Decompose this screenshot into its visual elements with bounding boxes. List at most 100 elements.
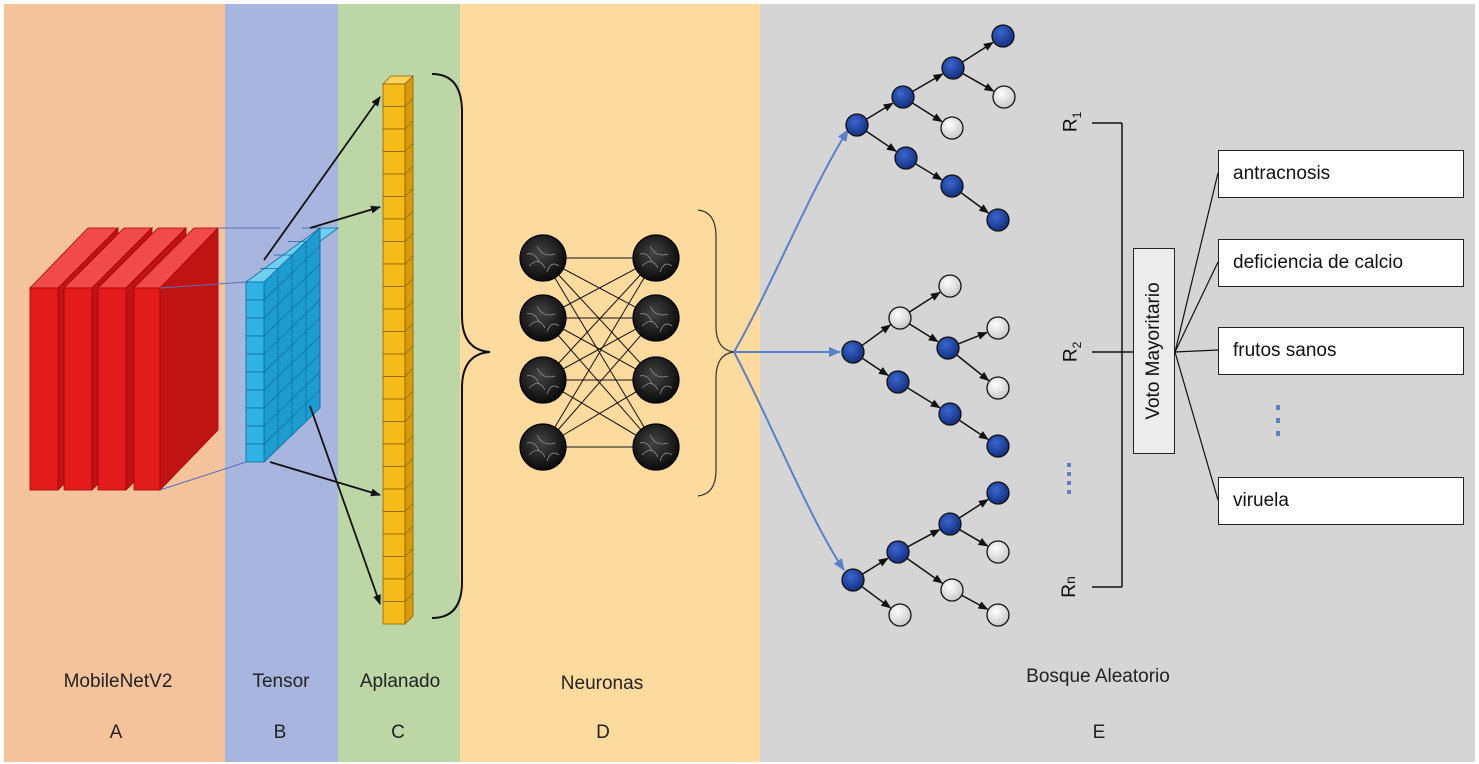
flatten-cell xyxy=(382,398,406,422)
tree-edge xyxy=(865,130,897,152)
tensor-cell xyxy=(245,425,265,445)
cnn-block xyxy=(133,227,219,491)
flatten-vector xyxy=(382,75,414,625)
neuron-connection xyxy=(542,257,657,448)
majority-vote-label: Voto Mayoritario xyxy=(1143,282,1164,420)
tree-node-inactive xyxy=(938,274,962,298)
tree-edge xyxy=(957,331,988,345)
panel-e-label: Bosque Aleatorio xyxy=(1026,666,1170,687)
tree-edge xyxy=(866,102,894,120)
tree-edge xyxy=(959,528,989,547)
tensor-cell xyxy=(245,281,265,301)
panel-c-label: Aplanado xyxy=(359,671,441,692)
panel-d-letter: D xyxy=(596,722,610,743)
tree-edge xyxy=(961,594,989,610)
neurons-to-trees-arrows xyxy=(733,129,849,571)
vertical-dots-icon xyxy=(1067,463,1071,494)
tree-label-r1: R1 xyxy=(1060,111,1085,133)
class-box-frutos-sanos: frutos sanos xyxy=(1218,327,1464,375)
tree-edge xyxy=(956,354,990,382)
tensor-cell xyxy=(245,443,265,463)
tree-node-inactive xyxy=(986,376,1010,400)
neuron-layer xyxy=(519,234,680,471)
tree-edge xyxy=(907,529,941,548)
flatten-cell xyxy=(382,286,406,310)
neuron-connection xyxy=(542,257,657,381)
tensor-to-flatten-arrows xyxy=(263,96,381,605)
flatten-cell xyxy=(382,218,406,242)
flatten-cell xyxy=(382,488,406,512)
tree-edge xyxy=(861,557,889,575)
tree-node-active xyxy=(938,402,962,426)
tree-node-inactive xyxy=(888,603,912,627)
neuron-icon xyxy=(519,234,567,282)
panel-d-background xyxy=(460,4,760,762)
neuron-icon xyxy=(519,423,567,471)
tree-edge xyxy=(912,73,944,93)
tree-node-active xyxy=(941,56,965,80)
tree-edges xyxy=(861,41,995,610)
flatten-cell xyxy=(382,83,406,107)
tree-node-active xyxy=(986,481,1010,505)
flatten-cell xyxy=(382,533,406,557)
tree-edge xyxy=(958,419,989,440)
vote-to-class-lines xyxy=(1174,172,1219,501)
tree-edge xyxy=(960,191,990,214)
flatten-cell xyxy=(382,421,406,445)
class-box-antracnosis: antracnosis xyxy=(1218,150,1464,198)
tensor-cell xyxy=(245,335,265,355)
tree-edge xyxy=(861,357,889,376)
neuron-icon xyxy=(632,356,680,404)
tensor-cube xyxy=(244,227,340,463)
tree-edge xyxy=(962,72,995,92)
tree-nodes xyxy=(841,24,1016,627)
tree-label-r2: R2 xyxy=(1060,341,1085,363)
neuron-icon xyxy=(632,234,680,282)
tree-node-active xyxy=(986,434,1010,458)
flatten-cell xyxy=(382,173,406,197)
panel-c-letter: C xyxy=(391,722,405,743)
tree-node-active xyxy=(841,568,865,592)
flatten-cell xyxy=(382,511,406,535)
flatten-cell xyxy=(382,128,406,152)
flatten-cell xyxy=(382,331,406,355)
neurons-brace xyxy=(697,209,735,497)
tree-node-inactive xyxy=(888,306,912,330)
class-label: antracnosis xyxy=(1233,163,1331,184)
tree-edge xyxy=(908,323,939,343)
tree-node-active xyxy=(986,208,1010,232)
tree-node-active xyxy=(886,370,910,394)
tree-edge xyxy=(861,324,892,347)
flatten-cell xyxy=(382,308,406,332)
flatten-cell xyxy=(382,466,406,490)
class-box-viruela: viruela xyxy=(1218,477,1464,525)
tree-node-inactive xyxy=(940,578,964,602)
vertical-dots-icon xyxy=(1276,405,1280,436)
flatten-cell xyxy=(382,263,406,287)
tree-edge xyxy=(906,557,944,584)
neuron-icon xyxy=(519,294,567,342)
flatten-cell xyxy=(382,241,406,265)
class-label: deficiencia de calcio xyxy=(1233,252,1404,273)
tree-edge xyxy=(961,41,994,63)
tree-edge xyxy=(861,585,892,609)
tree-edge xyxy=(911,102,943,123)
panel-d-label: Neuronas xyxy=(560,673,644,694)
neuron-connection xyxy=(542,317,657,448)
panel-a-label: MobileNetV2 xyxy=(63,671,173,692)
tree-node-inactive xyxy=(992,85,1016,109)
panel-b-letter: B xyxy=(273,722,287,743)
flatten-cell xyxy=(382,578,406,602)
neuron-connections xyxy=(542,257,657,448)
tree-edge xyxy=(958,498,989,519)
panel-b-label: Tensor xyxy=(252,671,310,692)
tree-node-active xyxy=(841,340,865,364)
majority-vote-box: Voto Mayoritario xyxy=(1133,248,1175,454)
neuron-icon xyxy=(632,423,680,471)
tensor-cell xyxy=(245,299,265,319)
flatten-cell xyxy=(382,106,406,130)
tree-edge xyxy=(908,291,941,313)
projection-lines xyxy=(159,227,280,491)
mobilenet-blocks xyxy=(29,227,219,491)
